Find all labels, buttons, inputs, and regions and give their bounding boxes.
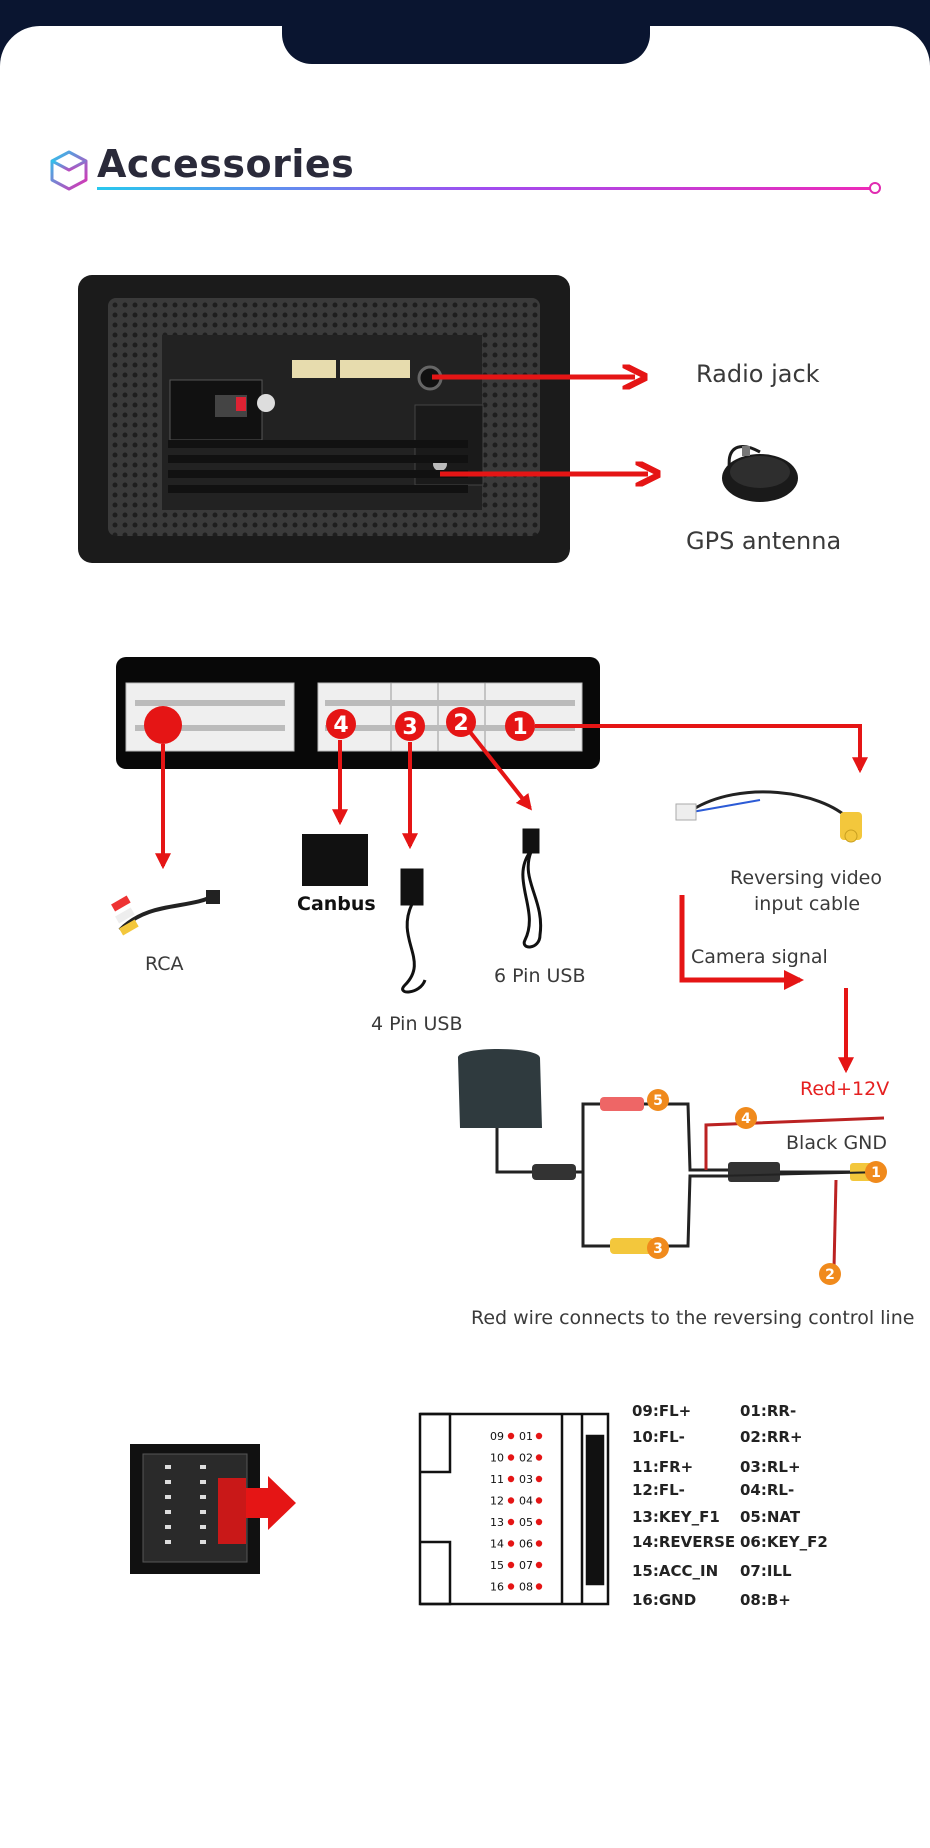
pin-label-left: 09 bbox=[490, 1430, 504, 1443]
arrow-usb6 bbox=[468, 730, 532, 811]
pin-assignment-right: 08:B+ bbox=[740, 1591, 791, 1609]
usb4-cable-image bbox=[400, 868, 427, 994]
pin-dot bbox=[507, 1432, 515, 1440]
pin-dot bbox=[535, 1561, 543, 1569]
pin-assignment-left: 11:FR+ bbox=[632, 1458, 694, 1476]
pin-label-right: 03 bbox=[519, 1473, 533, 1486]
camera-badge-5 bbox=[647, 1089, 669, 1111]
camera-wiring-diagram bbox=[457, 1049, 885, 1269]
pin-label-left: 10 bbox=[490, 1452, 504, 1465]
pin-label-right: 05 bbox=[519, 1516, 533, 1529]
pin-label-right: 02 bbox=[519, 1452, 533, 1465]
pin-dot bbox=[507, 1454, 515, 1461]
camera-badge-5-label: 5 bbox=[653, 1093, 663, 1109]
camera-badge-2-label: 2 bbox=[825, 1267, 835, 1283]
pinout-pin-rows: 09 01 10 02 11 03 12 04 13 05 14 06 15 07 16 08 bbox=[490, 1430, 543, 1594]
camera-badge-3 bbox=[647, 1237, 669, 1259]
canbus-box-image bbox=[302, 834, 368, 886]
label-red-wire-note: Red wire connects to the reversing contr… bbox=[471, 1307, 915, 1329]
head-unit-rear bbox=[78, 275, 570, 563]
pin-assignment-right: 02:RR+ bbox=[740, 1428, 803, 1446]
camera-badge-2 bbox=[819, 1263, 841, 1285]
label-usb4: 4 Pin USB bbox=[371, 1013, 463, 1035]
pin-dot bbox=[507, 1518, 515, 1526]
camera-badge-4-label: 4 bbox=[741, 1111, 751, 1127]
camera-badge-1-label: 1 bbox=[871, 1165, 881, 1181]
rca-cable-image bbox=[111, 890, 220, 936]
camera-badge-3-label: 3 bbox=[653, 1241, 663, 1257]
pin-label-right: 08 bbox=[519, 1581, 533, 1594]
label-reversing-line1: Reversing video bbox=[730, 867, 882, 889]
title-underline-dot bbox=[869, 182, 881, 194]
label-radio-jack: Radio jack bbox=[696, 360, 820, 388]
pin-dot bbox=[535, 1518, 543, 1526]
pin-dot bbox=[535, 1583, 543, 1590]
pin-label-left: 14 bbox=[490, 1538, 504, 1551]
usb6-cable-image bbox=[521, 828, 543, 949]
gps-antenna-image bbox=[722, 445, 798, 502]
pin-label-left: 12 bbox=[490, 1495, 504, 1508]
label-black-gnd: Black GND bbox=[786, 1132, 888, 1154]
pinout-diagram bbox=[418, 1412, 610, 1606]
label-reversing-line2: input cable bbox=[754, 893, 861, 915]
pin-label-left: 15 bbox=[490, 1559, 504, 1572]
pin-dot bbox=[535, 1454, 543, 1461]
arrow-camera-signal bbox=[679, 895, 804, 990]
pin-label-left: 11 bbox=[490, 1473, 504, 1486]
pin-dot bbox=[507, 1475, 515, 1483]
pin-label-right: 06 bbox=[519, 1538, 533, 1551]
label-canbus: Canbus bbox=[297, 893, 376, 915]
badge-2 bbox=[446, 707, 476, 737]
pin-assignment-left: 14:REVERSE bbox=[632, 1533, 736, 1551]
iso-plug-image bbox=[130, 1444, 296, 1574]
camera-badge-4 bbox=[735, 1107, 757, 1129]
top-notch bbox=[282, 0, 650, 64]
badge-2-label: 2 bbox=[453, 711, 468, 736]
badge-4-label: 4 bbox=[333, 713, 348, 738]
pin-label-left: 16 bbox=[490, 1581, 504, 1594]
badge-3 bbox=[395, 711, 425, 741]
pin-assignment-right: 01:RR- bbox=[740, 1402, 797, 1420]
pin-assignment-left: 09:FL+ bbox=[632, 1402, 692, 1420]
pin-assignment-left: 10:FL- bbox=[632, 1428, 685, 1446]
pin-assignment-left: 16:GND bbox=[632, 1591, 697, 1609]
pin-assignment-left: 12:FL- bbox=[632, 1481, 685, 1499]
badge-1 bbox=[505, 711, 535, 741]
label-camera-signal: Camera signal bbox=[691, 946, 828, 968]
pin-assignment-right: 06:KEY_F2 bbox=[740, 1533, 828, 1551]
label-red12v: Red+12V bbox=[800, 1078, 890, 1100]
pin-assignment-right: 03:RL+ bbox=[740, 1458, 801, 1476]
arrow-reversing bbox=[535, 724, 868, 774]
badge-3-label: 3 bbox=[402, 715, 417, 740]
pin-dot bbox=[507, 1540, 515, 1547]
badge-4 bbox=[326, 709, 356, 739]
label-usb6: 6 Pin USB bbox=[494, 965, 586, 987]
pin-assignment-right: 04:RL- bbox=[740, 1481, 795, 1499]
pin-assignment-right: 07:ILL bbox=[740, 1562, 792, 1580]
pin-label-left: 13 bbox=[490, 1516, 504, 1529]
pin-label-right: 07 bbox=[519, 1559, 533, 1572]
camera-badge-1 bbox=[865, 1161, 887, 1183]
label-gps-antenna: GPS antenna bbox=[686, 527, 842, 555]
pin-assignment-right: 05:NAT bbox=[740, 1508, 801, 1526]
pin-assignment-left: 13:KEY_F1 bbox=[632, 1508, 720, 1526]
pin-dot bbox=[535, 1432, 543, 1440]
pin-label-right: 01 bbox=[519, 1430, 533, 1443]
title-underline bbox=[97, 187, 873, 190]
pin-dot bbox=[535, 1540, 543, 1547]
pin-label-right: 04 bbox=[519, 1495, 533, 1508]
badge-1-label: 1 bbox=[512, 715, 527, 740]
pin-dot bbox=[507, 1561, 515, 1569]
pin-dot bbox=[535, 1497, 543, 1504]
pin-dot bbox=[507, 1583, 515, 1590]
pin-dot bbox=[535, 1475, 543, 1483]
pin-dot bbox=[507, 1497, 515, 1504]
reversing-cable-image bbox=[675, 790, 862, 843]
label-rca: RCA bbox=[145, 953, 184, 975]
pin-assignment-left: 15:ACC_IN bbox=[632, 1562, 719, 1580]
page-title: Accessories bbox=[97, 142, 355, 186]
